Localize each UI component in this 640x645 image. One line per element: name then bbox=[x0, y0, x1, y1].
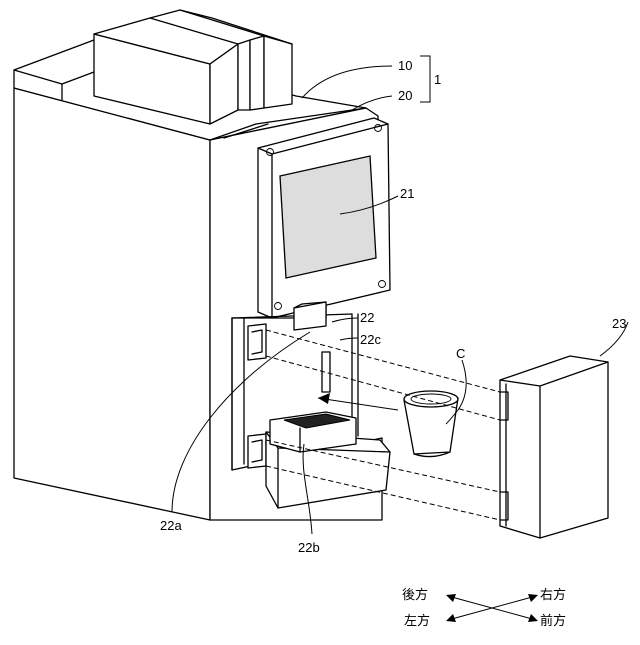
lower-hinge bbox=[248, 434, 266, 468]
arrow-front bbox=[528, 614, 538, 622]
label-22b: 22b bbox=[298, 540, 320, 555]
label-c: C bbox=[456, 346, 465, 361]
cover-door bbox=[500, 356, 608, 538]
direction-right: 右方 bbox=[540, 587, 566, 603]
arrow-right bbox=[528, 594, 538, 602]
label-22c: 22c bbox=[360, 332, 381, 347]
label-1: 1 bbox=[434, 72, 441, 87]
direction-rear: 後方 bbox=[402, 587, 428, 603]
label-22a: 22a bbox=[160, 518, 182, 533]
label-10: 10 bbox=[398, 58, 412, 73]
direction-left: 左方 bbox=[404, 613, 430, 629]
label-21: 21 bbox=[400, 186, 414, 201]
arrow-left bbox=[446, 614, 456, 622]
label-20: 20 bbox=[398, 88, 412, 103]
arrow-rear bbox=[446, 594, 456, 602]
direction-indicator: 後方 右方 左方 前方 bbox=[402, 587, 566, 629]
touch-panel bbox=[258, 118, 390, 318]
upper-hinge bbox=[248, 324, 266, 360]
display-screen bbox=[280, 156, 376, 278]
direction-front: 前方 bbox=[540, 613, 566, 629]
label-23: 23 bbox=[612, 316, 626, 331]
label-22: 22 bbox=[360, 310, 374, 325]
